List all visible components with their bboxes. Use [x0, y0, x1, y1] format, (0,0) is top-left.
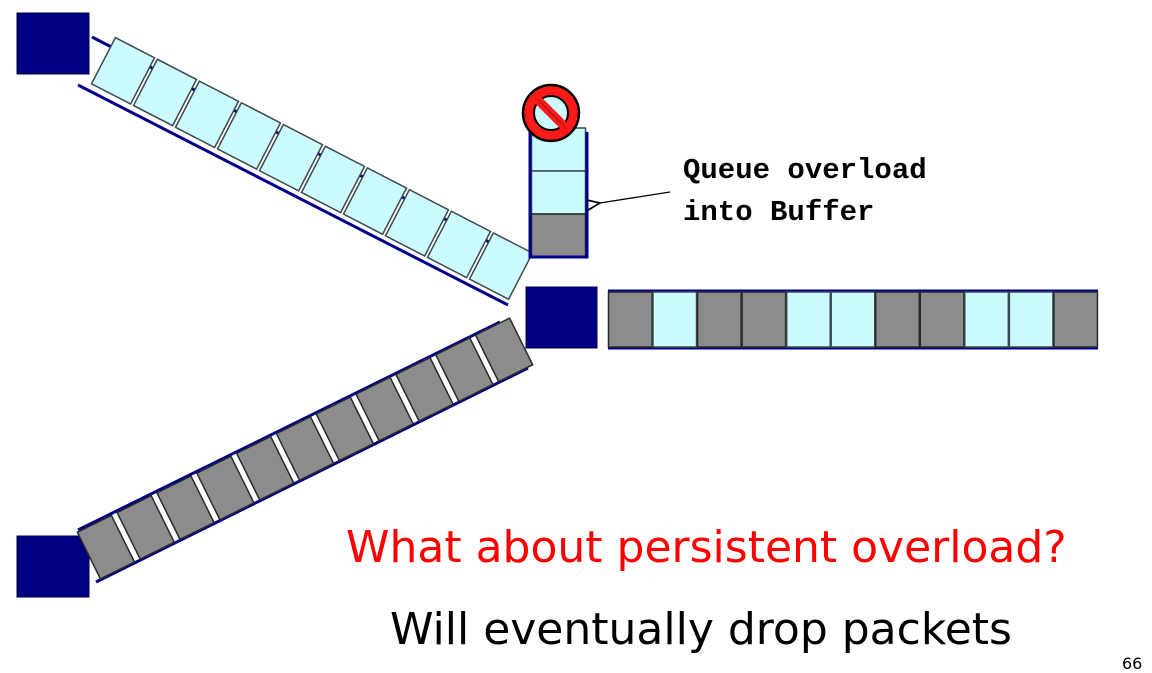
packet: [919, 291, 965, 348]
packet: [275, 415, 335, 482]
packet: [258, 123, 324, 192]
lower-link-edge-top: [77, 320, 501, 532]
packet: [195, 455, 255, 521]
packet: [355, 376, 415, 442]
packet: [964, 291, 1010, 348]
answer-text: Will eventually drop packets: [390, 604, 1012, 655]
arrow-left-icon: [600, 191, 671, 203]
buffer-packets: [530, 127, 587, 258]
packet: [474, 317, 534, 383]
buffered-packet: [530, 213, 587, 258]
packet: [696, 291, 742, 348]
upper-link-packets: [90, 36, 534, 301]
packet: [468, 231, 534, 301]
packet: [652, 291, 698, 348]
packet: [300, 145, 366, 214]
page-number: 66: [1122, 654, 1143, 673]
router-buffer: [528, 127, 589, 259]
router-node: [525, 286, 598, 349]
no-entry-icon: [521, 83, 581, 143]
lower-link-packets: [76, 317, 534, 580]
output-link: [607, 289, 1099, 350]
packet: [132, 58, 198, 127]
lower-input-link: [76, 317, 534, 584]
question-text: What about persistent overload?: [346, 522, 1067, 573]
packet: [155, 474, 216, 541]
packet: [434, 336, 494, 403]
packet: [1053, 291, 1099, 348]
lower-link-edge-bottom: [95, 366, 529, 584]
packet: [76, 514, 136, 580]
output-link-packets: [607, 291, 1099, 348]
buffered-packet: [530, 170, 587, 215]
packet: [384, 188, 450, 258]
packet: [235, 435, 295, 501]
packet: [607, 291, 653, 348]
upper-link-edge-bottom: [77, 83, 509, 307]
packet: [116, 494, 176, 561]
source-host-top: [16, 12, 90, 75]
packet: [342, 166, 408, 236]
buffer-outline: [528, 132, 589, 259]
packet: [90, 36, 156, 106]
annotation-line-2: into Buffer: [683, 196, 875, 229]
packet: [174, 80, 240, 149]
packet: [216, 101, 282, 171]
source-host-bottom: [16, 535, 90, 598]
packet: [426, 210, 492, 279]
packet: [394, 356, 455, 423]
annotation-line-1: Queue overload: [683, 154, 927, 187]
packet: [1008, 291, 1054, 348]
packet: [874, 291, 920, 348]
upper-input-link: [77, 35, 534, 307]
packet: [741, 291, 787, 348]
packet: [315, 396, 375, 462]
packet: [830, 291, 876, 348]
packet: [785, 291, 831, 348]
